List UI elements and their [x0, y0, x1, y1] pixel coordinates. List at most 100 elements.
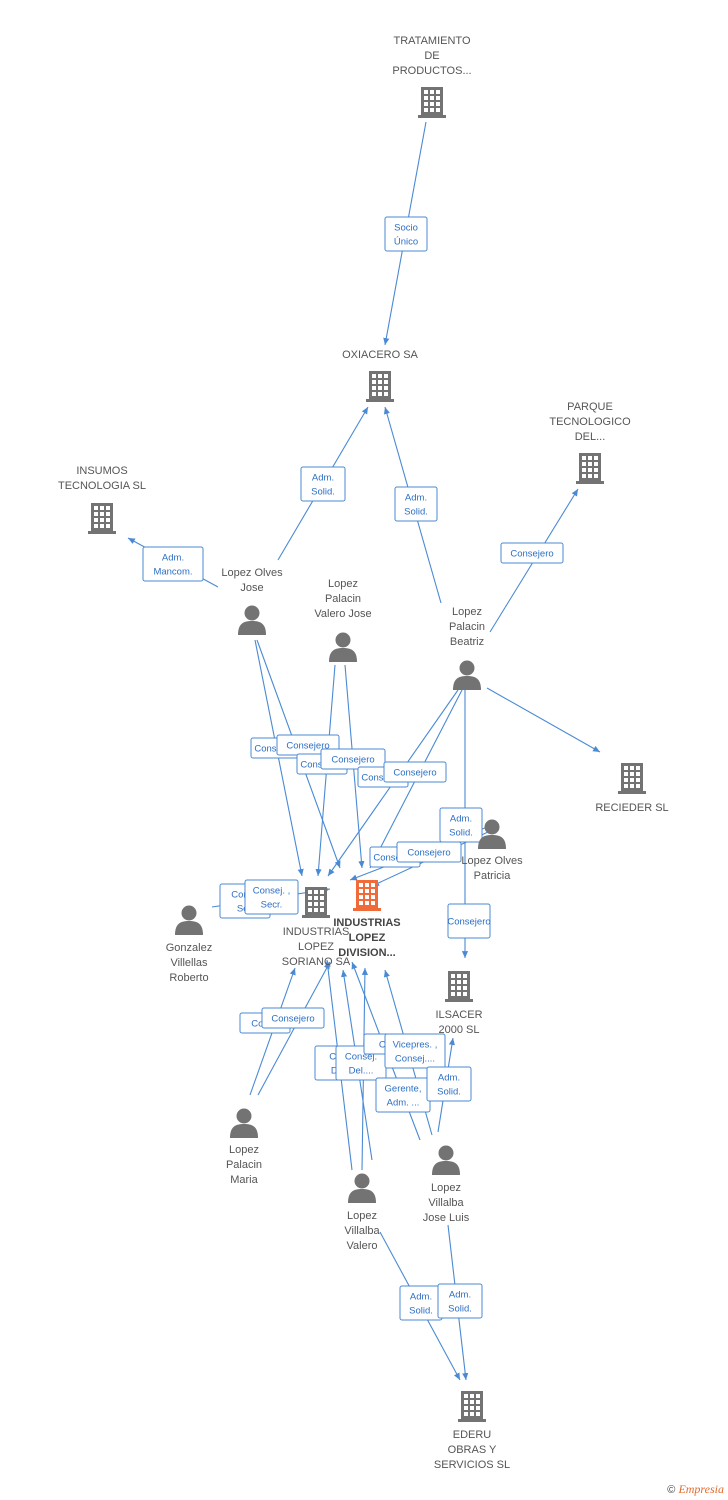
relation-label[interactable]: Consejero	[261, 1007, 325, 1029]
node-insumos[interactable]: INSUMOS TECNOLOGIA SL	[58, 465, 146, 534]
relation-box[interactable]	[261, 1007, 325, 1029]
node-label[interactable]: DEL...	[575, 431, 606, 443]
node-label[interactable]: INDUSTRIAS	[283, 926, 350, 938]
node-parque[interactable]: PARQUE TECNOLOGICO DEL...	[549, 401, 631, 484]
node-label[interactable]: Lopez	[431, 1182, 461, 1194]
node-label[interactable]: LOPEZ	[298, 941, 334, 953]
node-label[interactable]: Palacin	[325, 593, 361, 605]
relation-label[interactable]: Consejero	[396, 841, 462, 863]
relation-box[interactable]	[437, 1283, 483, 1319]
person-icon[interactable]	[432, 1145, 460, 1176]
node-label[interactable]: Villalba	[344, 1225, 380, 1237]
person-icon[interactable]	[238, 605, 266, 636]
person-icon[interactable]	[329, 632, 357, 663]
node-label[interactable]: Jose	[240, 582, 263, 594]
relation-box[interactable]	[142, 546, 204, 582]
building-icon[interactable]	[302, 887, 330, 918]
node-label[interactable]: SERVICIOS SL	[434, 1459, 510, 1471]
node-label[interactable]: PRODUCTOS...	[392, 65, 471, 77]
node-label[interactable]: INSUMOS	[76, 465, 127, 477]
node-label[interactable]: TECNOLOGICO	[549, 416, 631, 428]
node-label[interactable]: DE	[424, 50, 439, 62]
node-label[interactable]: Lopez Olves	[461, 855, 523, 867]
relation-box[interactable]	[300, 466, 346, 502]
node-recieder[interactable]: RECIEDER SL	[595, 763, 669, 814]
node-label[interactable]: 2000 SL	[439, 1024, 480, 1036]
node-oxiacero[interactable]: OXIACERO SA	[342, 349, 419, 402]
node-label[interactable]: Valero Jose	[314, 608, 371, 620]
building-icon[interactable]	[576, 453, 604, 484]
person-icon[interactable]	[348, 1173, 376, 1204]
relation-label[interactable]: Adm.Solid.	[394, 486, 438, 522]
node-label[interactable]: Lopez Olves	[221, 567, 283, 579]
main-company-icon[interactable]	[353, 880, 381, 911]
relation-label[interactable]: Consej. ,Secr.	[244, 879, 299, 915]
node-ederu[interactable]: EDERU OBRAS Y SERVICIOS SL	[434, 1391, 510, 1471]
relation-box[interactable]	[320, 748, 386, 770]
node-label[interactable]: EDERU	[453, 1429, 492, 1441]
building-icon[interactable]	[458, 1391, 486, 1422]
person-icon[interactable]	[230, 1108, 258, 1139]
relation-label[interactable]: Adm.Solid.	[426, 1066, 472, 1102]
node-label[interactable]: ILSACER	[435, 1009, 482, 1021]
relation-box[interactable]	[426, 1066, 472, 1102]
node-label[interactable]: SORIANO SA	[282, 956, 351, 968]
empresia-logo[interactable]: Empresia	[678, 1482, 724, 1496]
node-label[interactable]: Palacin	[226, 1159, 262, 1171]
relation-box[interactable]	[500, 542, 564, 564]
node-label[interactable]: LOPEZ	[349, 932, 386, 944]
person-icon[interactable]	[175, 905, 203, 936]
person-icon[interactable]	[453, 660, 481, 691]
node-label[interactable]: OBRAS Y	[448, 1444, 497, 1456]
relation-label[interactable]: Consejero	[320, 748, 386, 770]
relation-box[interactable]	[396, 841, 462, 863]
node-label[interactable]: Maria	[230, 1174, 258, 1186]
relation-label[interactable]: Gerente,Adm. ...	[375, 1077, 431, 1113]
relation-label[interactable]: Consejero	[383, 761, 447, 783]
node-label[interactable]: RECIEDER SL	[595, 802, 668, 814]
node-label[interactable]: Palacin	[449, 621, 485, 633]
node-label[interactable]: Villalba	[428, 1197, 464, 1209]
node-industrias-lopez-soriano[interactable]: INDUSTRIAS LOPEZ SORIANO SA	[282, 887, 351, 968]
relation-label[interactable]: Adm.Solid.	[399, 1285, 443, 1321]
relation-label[interactable]: Adm.Mancom.	[142, 546, 204, 582]
building-icon[interactable]	[618, 763, 646, 794]
node-label[interactable]: Lopez	[452, 606, 482, 618]
building-icon[interactable]	[88, 503, 116, 534]
relation-box[interactable]	[394, 486, 438, 522]
relation-box[interactable]	[383, 761, 447, 783]
node-label[interactable]: Valero	[347, 1240, 378, 1252]
node-label[interactable]: PARQUE	[567, 401, 613, 413]
node-label[interactable]: Jose Luis	[423, 1212, 470, 1224]
node-label[interactable]: Lopez	[328, 578, 358, 590]
node-label[interactable]: Roberto	[169, 972, 208, 984]
node-label[interactable]: Villellas	[170, 957, 208, 969]
relation-box[interactable]	[384, 1033, 446, 1069]
relation-label[interactable]: Consejero	[500, 542, 564, 564]
relation-label[interactable]: Consejero	[447, 903, 491, 939]
relation-label[interactable]: Adm.Solid.	[439, 807, 483, 843]
building-icon[interactable]	[445, 971, 473, 1002]
building-icon[interactable]	[366, 371, 394, 402]
node-label[interactable]: Lopez	[229, 1144, 259, 1156]
node-label[interactable]: TRATAMIENTO	[394, 35, 471, 47]
relation-label[interactable]: Adm.Solid.	[300, 466, 346, 502]
relation-box[interactable]	[244, 879, 299, 915]
node-label[interactable]: INDUSTRIAS	[333, 917, 400, 929]
relation-box[interactable]	[439, 807, 483, 843]
relation-box[interactable]	[384, 216, 428, 252]
relation-box[interactable]	[447, 903, 491, 939]
node-label[interactable]: Beatriz	[450, 636, 484, 648]
node-industrias-lopez-division[interactable]: INDUSTRIASLOPEZDIVISION...	[333, 880, 401, 959]
node-label[interactable]: Gonzalez	[166, 942, 212, 954]
building-icon[interactable]	[418, 87, 446, 118]
node-label[interactable]: TECNOLOGIA SL	[58, 480, 146, 492]
